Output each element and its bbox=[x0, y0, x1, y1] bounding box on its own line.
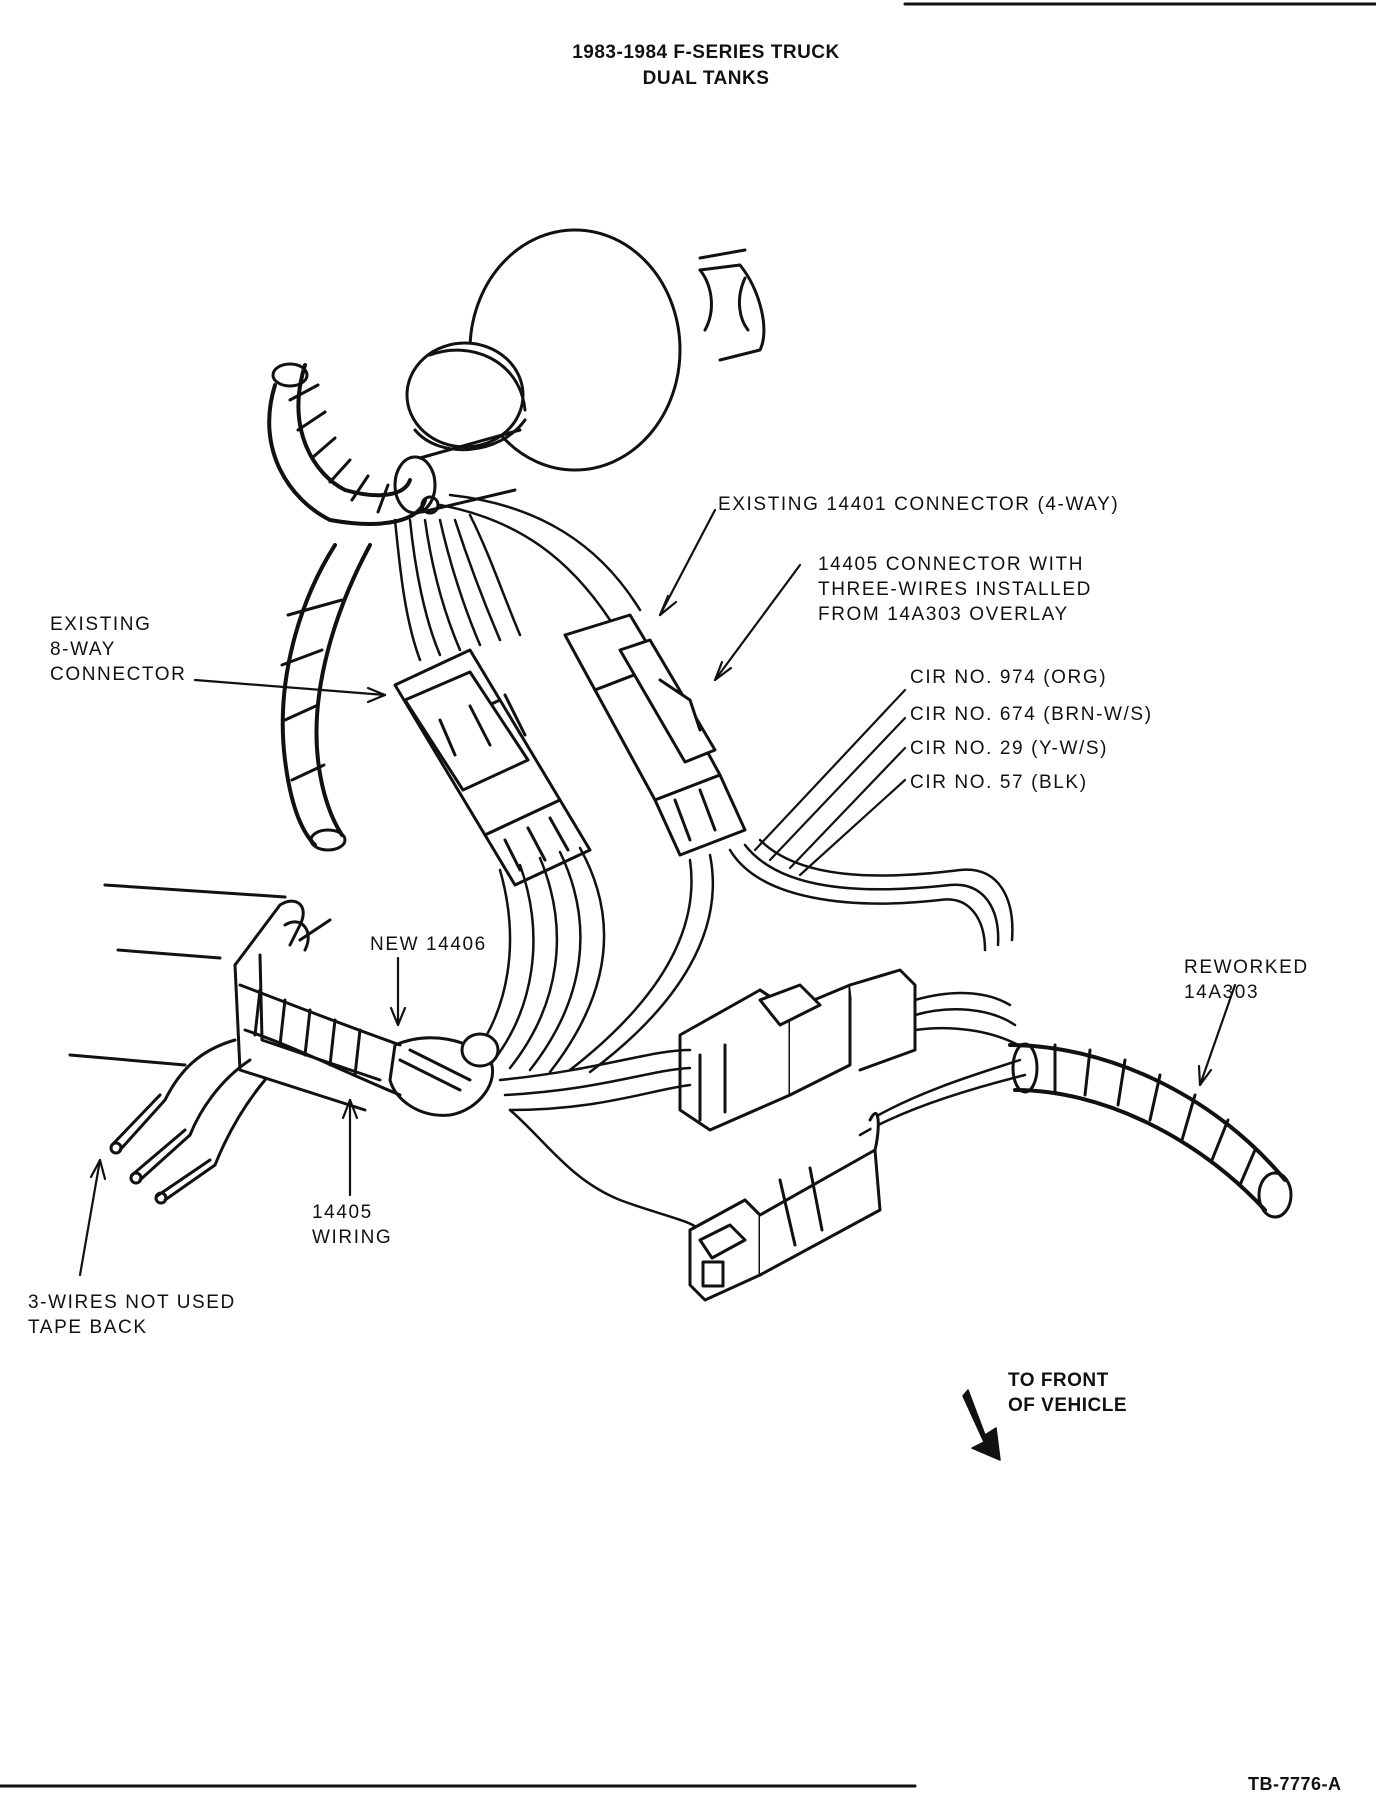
existing-8way-line-3: CONNECTOR bbox=[50, 664, 187, 685]
figure-code: TB-7776-A bbox=[1248, 1774, 1342, 1794]
connector-14405-line-2: THREE-WIRES INSTALLED bbox=[818, 579, 1092, 600]
label-new-14406: NEW 14406 bbox=[370, 934, 487, 955]
label-reworked-14a303: REWORKED 14A303 bbox=[1184, 955, 1309, 1005]
label-connector-14405: 14405 CONNECTOR WITH THREE-WIRES INSTALL… bbox=[818, 552, 1092, 627]
circuit-674: CIR NO. 674 (BRN-W/S) bbox=[910, 704, 1153, 725]
corrugated-conduit-left bbox=[267, 362, 427, 852]
reworked-14a303-harness bbox=[1008, 1042, 1293, 1219]
title-line-2: DUAL TANKS bbox=[642, 68, 770, 89]
circuit-974: CIR NO. 974 (ORG) bbox=[910, 667, 1108, 688]
connector-14405-line-3: FROM 14A303 OVERLAY bbox=[818, 604, 1069, 625]
leader-lines bbox=[78, 508, 1237, 1277]
circuit-57: CIR NO. 57 (BLK) bbox=[910, 772, 1088, 793]
wiring-14405-sleeve bbox=[238, 983, 402, 1097]
unused-wires-line-1: 3-WIRES NOT USED bbox=[28, 1292, 236, 1313]
diagram-title: 1983-1984 F-SERIES TRUCK DUAL TANKS bbox=[510, 40, 902, 92]
front-direction-arrow bbox=[962, 1389, 1001, 1461]
label-unused-wires: 3-WIRES NOT USED TAPE BACK bbox=[28, 1290, 236, 1340]
to-front-line-1: TO FRONT bbox=[1008, 1370, 1109, 1391]
wire-bundle-upper bbox=[393, 493, 642, 662]
wiring-14405-line-2: WIRING bbox=[312, 1227, 393, 1248]
label-wiring-14405: 14405 WIRING bbox=[312, 1200, 392, 1250]
inline-connector bbox=[678, 968, 917, 1132]
existing-8way-line-2: 8-WAY bbox=[50, 639, 117, 660]
label-existing-8way: EXISTING 8-WAY CONNECTOR bbox=[50, 612, 187, 687]
unused-wires-line-2: TAPE BACK bbox=[28, 1317, 148, 1338]
existing-8way-line-1: EXISTING bbox=[50, 614, 152, 635]
label-existing-14401: EXISTING 14401 CONNECTOR (4-WAY) bbox=[718, 494, 1120, 515]
splice-14406 bbox=[388, 1032, 500, 1117]
circuit-29: CIR NO. 29 (Y-W/S) bbox=[910, 738, 1109, 759]
title-line-1: 1983-1984 F-SERIES TRUCK bbox=[572, 42, 840, 63]
four-way-connector bbox=[563, 613, 747, 857]
connector-14405-line-1: 14405 CONNECTOR WITH bbox=[818, 554, 1085, 575]
eight-way-connector bbox=[393, 648, 592, 887]
unused-wire-terminals bbox=[109, 1038, 267, 1205]
reworked-line-1: REWORKED bbox=[1184, 957, 1309, 978]
frame-bracket bbox=[68, 883, 382, 1112]
two-way-connector bbox=[688, 1111, 882, 1302]
fuel-sender-grommet bbox=[393, 228, 766, 515]
wiring-14405-line-1: 14405 bbox=[312, 1202, 373, 1223]
to-front-line-2: OF VEHICLE bbox=[1008, 1395, 1128, 1416]
label-to-front: TO FRONT OF VEHICLE bbox=[1008, 1368, 1127, 1418]
reworked-line-2: 14A303 bbox=[1184, 982, 1260, 1003]
